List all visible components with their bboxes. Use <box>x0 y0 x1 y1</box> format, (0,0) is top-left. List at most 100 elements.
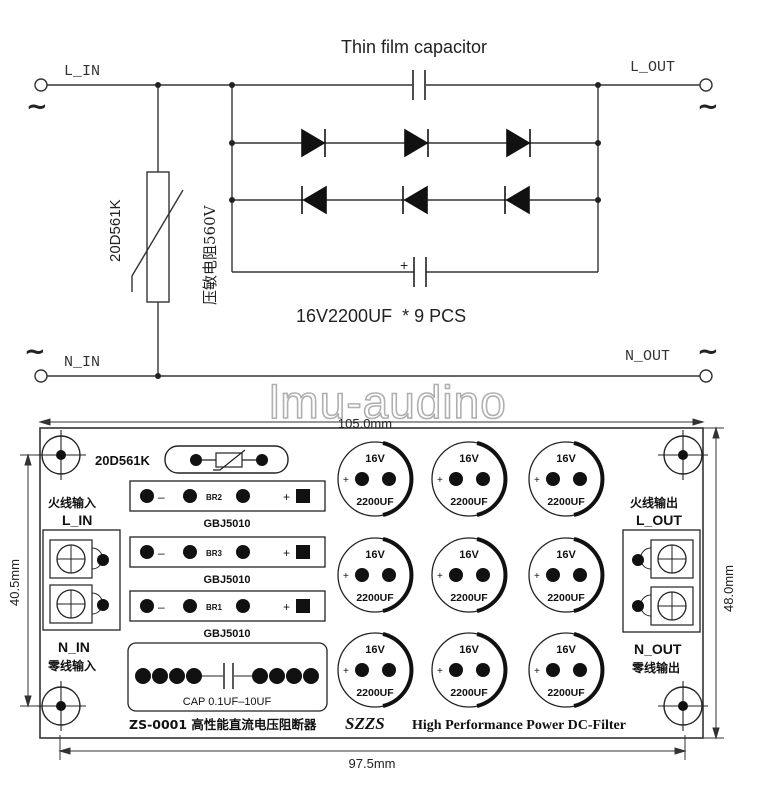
cap-voltage: 16V <box>459 644 479 656</box>
cap-polarity: + <box>343 571 349 582</box>
diode-1 <box>301 128 326 158</box>
cap-capacitance: 2200UF <box>547 687 585 699</box>
mounting-holes <box>36 430 708 731</box>
diode-4 <box>302 185 327 215</box>
terminal-l-in <box>34 78 48 92</box>
bridge-part-number: GBJ5010 <box>203 628 250 640</box>
cap-voltage: 16V <box>556 644 576 656</box>
cap-polarity: + <box>343 475 349 486</box>
terminal-n-out <box>699 369 713 383</box>
mounting-hole-bl <box>36 681 86 731</box>
cap-polarity: + <box>437 666 443 677</box>
label-n-in: N_IN <box>64 354 100 371</box>
diode-5 <box>403 185 428 215</box>
bridge-br3: –BR3+GBJ5010 <box>129 536 326 586</box>
terminal-n-in <box>34 369 48 383</box>
bridge-br1: – BR1 + GBJ5010 <box>129 590 326 640</box>
film-cap-label: CAP 0.1UF–10UF <box>183 696 272 708</box>
board-n-in: N_IN <box>58 639 90 655</box>
dim-width-top: 105.0mm <box>338 416 392 431</box>
input-terminal-block <box>42 529 121 631</box>
cap-capacitance: 2200UF <box>450 687 488 699</box>
varistor-body <box>146 171 170 303</box>
cap-polarity: + <box>534 571 540 582</box>
film-cap-footprint <box>127 642 328 712</box>
cap-capacitance: 2200UF <box>356 687 394 699</box>
schematic <box>47 84 700 377</box>
ac-symbol-n-out: ~ <box>697 337 719 367</box>
cap-polarity: + <box>534 475 540 486</box>
diode-2 <box>404 128 429 158</box>
diode-6 <box>505 185 530 215</box>
ac-symbol-l-in: ~ <box>26 92 48 122</box>
brand-label: SZZS <box>345 714 385 733</box>
film-capacitor-title: Thin film capacitor <box>341 37 487 57</box>
board-n-out: N_OUT <box>634 641 682 657</box>
film-capacitor-symbol <box>412 70 426 100</box>
cap-capacitance: 2200UF <box>356 496 394 508</box>
model-label: ZS-0001 高性能直流电压阻断器 <box>129 717 317 732</box>
neutral-out-cn: 零线输出 <box>631 660 680 675</box>
diode-3 <box>506 128 531 158</box>
cap-polarity: + <box>343 666 349 677</box>
cap-polarity: + <box>437 571 443 582</box>
label-n-out: N_OUT <box>625 348 670 365</box>
cap-voltage: 16V <box>365 549 385 561</box>
mounting-hole-tl <box>36 430 86 480</box>
cap-voltage: 16V <box>365 644 385 656</box>
board-l-in: L_IN <box>62 512 92 528</box>
varistor-code: 20D561K <box>107 199 124 262</box>
cap-capacitance: 2200UF <box>450 496 488 508</box>
board-varistor-code: 20D561K <box>95 453 151 468</box>
electrolytic-cap: 16V 2200UF + <box>431 441 508 517</box>
cap-voltage: 16V <box>556 453 576 465</box>
label-l-in: L_IN <box>64 63 100 80</box>
bridge-id: BR2 <box>206 493 223 502</box>
output-terminal-block <box>622 529 701 633</box>
fire-in-cn: 火线输入 <box>48 495 96 510</box>
bridge-rectifiers: –BR2+GBJ5010–BR3+GBJ5010–BR1+GBJ5010 <box>129 480 326 640</box>
mounting-hole-tr <box>658 430 708 480</box>
mounting-hole-br <box>658 681 708 731</box>
diodes-forward <box>301 128 531 158</box>
bridge-id: BR1 <box>206 603 223 612</box>
cap-voltage: 16V <box>365 453 385 465</box>
bridge-plus-sign: + <box>283 600 290 614</box>
bridge-plus-sign: + <box>283 546 290 560</box>
bridge-minus-sign: – <box>158 600 165 614</box>
watermark: lmu-audino <box>269 376 507 428</box>
cap-capacitance: 2200UF <box>547 592 585 604</box>
ac-symbol-l-out: ~ <box>697 92 719 122</box>
neutral-in-cn: 零线输入 <box>47 658 96 673</box>
terminals <box>34 78 713 383</box>
electrolytic-cap: 16V 2200UF + <box>528 441 605 517</box>
electrolytic-cap: 16V 2200UF + <box>337 441 414 517</box>
dimensions <box>20 418 724 760</box>
electrolytic-capacitor-symbol <box>413 257 427 287</box>
electrolytic-cap: 16V 2200UF + <box>431 632 508 708</box>
bridge-plus-sign: + <box>283 490 290 504</box>
varistor-slash <box>131 189 184 292</box>
dim-height-left: 40.5mm <box>7 559 22 606</box>
board-varistor <box>164 445 289 474</box>
cap-voltage: 16V <box>459 453 479 465</box>
board-l-out: L_OUT <box>636 512 682 528</box>
diodes-reverse <box>301 185 530 215</box>
bridge-part-number: GBJ5010 <box>203 518 250 530</box>
bridge-part-number: GBJ5010 <box>203 574 250 586</box>
cap-capacitance: 2200UF <box>356 592 394 604</box>
cap-polarity: + <box>534 666 540 677</box>
electrolytic-cap: 16V 2200UF + <box>528 632 605 708</box>
electrolytic-cap: 16V 2200UF + <box>337 632 414 708</box>
junctions <box>155 82 601 379</box>
terminal-l-out <box>699 78 713 92</box>
cap-capacitance: 2200UF <box>547 496 585 508</box>
cap-polarity: + <box>437 475 443 486</box>
cap-capacitance: 2200UF <box>450 592 488 604</box>
cap-voltage: 16V <box>556 549 576 561</box>
varistor-cn: 压敏电阻560V <box>201 204 219 305</box>
bridge-minus-sign: – <box>158 546 165 560</box>
fire-out-cn: 火线输出 <box>630 495 678 510</box>
electrolytic-label: 16V2200UF * 9 PCS <box>296 306 466 326</box>
